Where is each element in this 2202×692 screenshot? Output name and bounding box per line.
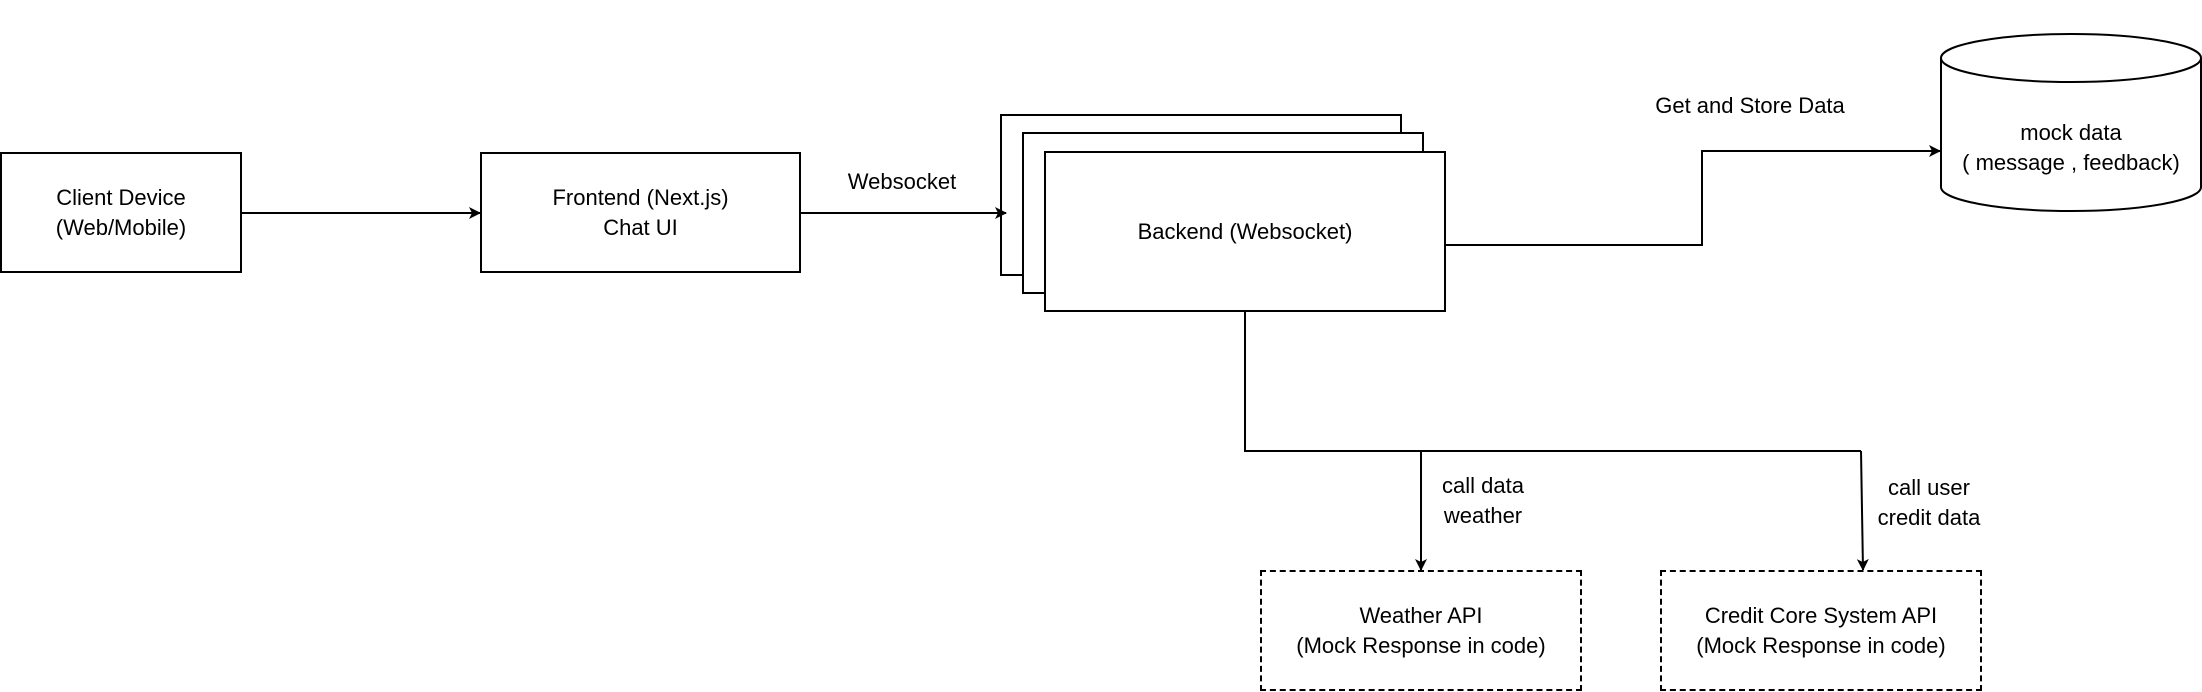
frontend-label: Frontend (Next.js) Chat UI: [552, 184, 729, 240]
edge-label-weather: call data weather: [1442, 473, 1524, 528]
frontend-node: Frontend (Next.js) Chat UI: [480, 152, 801, 273]
arrow-to-credit-api: [1856, 450, 1869, 571]
backend-node: Backend (Websocket): [1044, 151, 1446, 312]
credit-api-label: Credit Core System API (Mock Response in…: [1696, 602, 1946, 658]
weather-api-node: Weather API (Mock Response in code): [1260, 570, 1582, 691]
client-device-label: Client Device (Web/Mobile): [55, 184, 187, 240]
edge-label-credit: call user credit data: [1877, 475, 1981, 530]
connector-backend-to-apis: [1244, 311, 1861, 452]
credit-api-node: Credit Core System API (Mock Response in…: [1660, 570, 1982, 691]
backend-label: Backend (Websocket): [1137, 218, 1353, 244]
weather-api-label: Weather API (Mock Response in code): [1296, 602, 1546, 658]
database-label: mock data ( message , feedback): [1962, 120, 2180, 175]
edge-label-store: Get and Store Data: [1655, 93, 1845, 118]
client-device-node: Client Device (Web/Mobile): [0, 152, 242, 273]
edge-label-websocket: Websocket: [847, 169, 957, 194]
database-cylinder: [1940, 33, 2202, 212]
arrow-backend-to-database: [1445, 145, 1941, 246]
